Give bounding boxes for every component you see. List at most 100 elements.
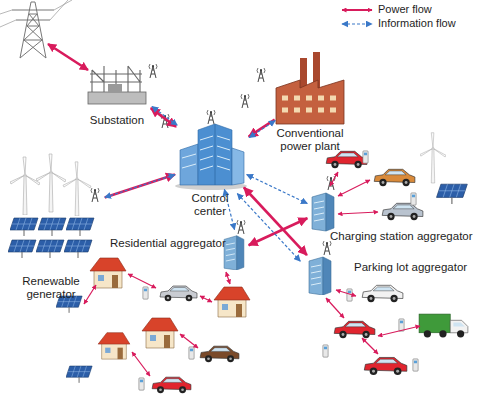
truck <box>419 314 468 337</box>
antenna <box>161 114 169 128</box>
solar-panel <box>66 366 92 383</box>
car <box>160 286 197 301</box>
aggregator-building <box>309 257 331 295</box>
legend-text: Power flow <box>378 3 432 16</box>
transmission-tower <box>0 0 72 58</box>
solar-panel <box>36 240 64 258</box>
car <box>364 357 407 375</box>
plant-windows <box>282 98 336 110</box>
component-node: Conventional power plant <box>275 60 345 124</box>
residential-area <box>56 236 250 393</box>
wind-turbine <box>10 157 40 215</box>
tower-wires <box>0 0 72 27</box>
component-node: Control center <box>176 126 244 188</box>
ev-charger <box>411 193 416 205</box>
solar-panel <box>66 218 94 236</box>
component-label: Parking lot aggregator <box>354 261 467 274</box>
antenna <box>241 94 249 108</box>
component-label: Substation <box>82 114 152 127</box>
chimney <box>300 58 307 88</box>
power-flow-arrow <box>249 120 275 137</box>
ev-charger <box>363 151 368 163</box>
power-flow-arrow <box>249 218 308 245</box>
local-power-arrow <box>336 290 356 296</box>
local-power-arrow <box>338 212 378 214</box>
solar-panel <box>176 370 204 388</box>
component-node: Substation <box>88 66 146 110</box>
car <box>362 285 403 302</box>
solar-panel <box>8 240 36 258</box>
ev-charger <box>413 359 418 371</box>
control-center-symbol <box>175 124 247 190</box>
building-right <box>232 148 244 185</box>
solar-panel <box>10 218 38 236</box>
substation-base <box>88 92 146 104</box>
component-node: Renewable generator <box>8 155 100 260</box>
ev-charger <box>323 345 328 357</box>
antenna <box>323 241 331 255</box>
component-node: Residential aggregator <box>222 234 246 270</box>
component-label: Conventional power plant <box>265 127 355 153</box>
information-flow-arrow <box>237 194 300 262</box>
ev-charger <box>399 319 404 331</box>
car <box>382 203 423 220</box>
building-stripes <box>182 136 230 170</box>
aggregator-building <box>224 236 244 270</box>
wind-turbine <box>36 154 66 212</box>
antenna <box>207 110 215 124</box>
power-arrow <box>48 44 88 70</box>
car <box>334 321 375 338</box>
power-flow-arrow <box>105 175 175 198</box>
house <box>214 287 250 317</box>
car <box>152 377 191 393</box>
local-power-arrow <box>200 296 212 302</box>
component-node: Parking lot aggregator <box>306 255 334 295</box>
component-label: Renewable generator <box>16 275 86 301</box>
information-flow-arrow <box>249 121 275 138</box>
information-flow-arrow <box>247 175 308 204</box>
car <box>200 346 239 362</box>
local-power-arrow <box>326 298 344 318</box>
antenna <box>149 64 157 78</box>
information-flow-arrow <box>105 175 175 198</box>
component-label: Charging station aggregator <box>330 230 473 243</box>
ev-charger <box>143 287 148 299</box>
tower-lattice <box>12 2 54 58</box>
local-power-arrow <box>226 272 230 284</box>
building-edge <box>215 124 216 185</box>
local-power-arrow <box>362 338 378 354</box>
legend-power-sample <box>342 9 372 11</box>
legend-text: Information flow <box>378 17 456 30</box>
local-power-arrow <box>378 326 420 336</box>
house <box>90 258 126 288</box>
parking-lot-area <box>309 257 468 375</box>
local-power-arrow <box>84 285 96 304</box>
substation-symbol <box>88 66 146 104</box>
component-label: Residential aggregator <box>110 237 218 250</box>
power-flow-arrow <box>244 188 307 256</box>
local-power-arrow <box>338 180 370 196</box>
wind-turbine <box>420 133 446 183</box>
plant-hall <box>276 80 344 124</box>
power-flow-arrow <box>151 108 176 127</box>
component-label: Control center <box>185 192 235 218</box>
solar-panel <box>64 240 92 258</box>
solar-panel <box>437 184 468 204</box>
information-flow-arrow <box>152 107 177 126</box>
solar-panel <box>38 218 66 236</box>
ev-charger <box>189 347 194 359</box>
antenna <box>327 176 335 190</box>
wind-turbine <box>63 162 91 216</box>
aggregator-building <box>312 193 334 231</box>
ev-charger <box>139 378 144 390</box>
local-power-arrow <box>132 352 150 376</box>
antenna <box>237 220 245 234</box>
legend-info-sample <box>342 23 372 24</box>
substation-frame <box>90 66 142 92</box>
antenna <box>91 188 99 202</box>
house <box>142 318 178 348</box>
antenna <box>257 68 265 82</box>
